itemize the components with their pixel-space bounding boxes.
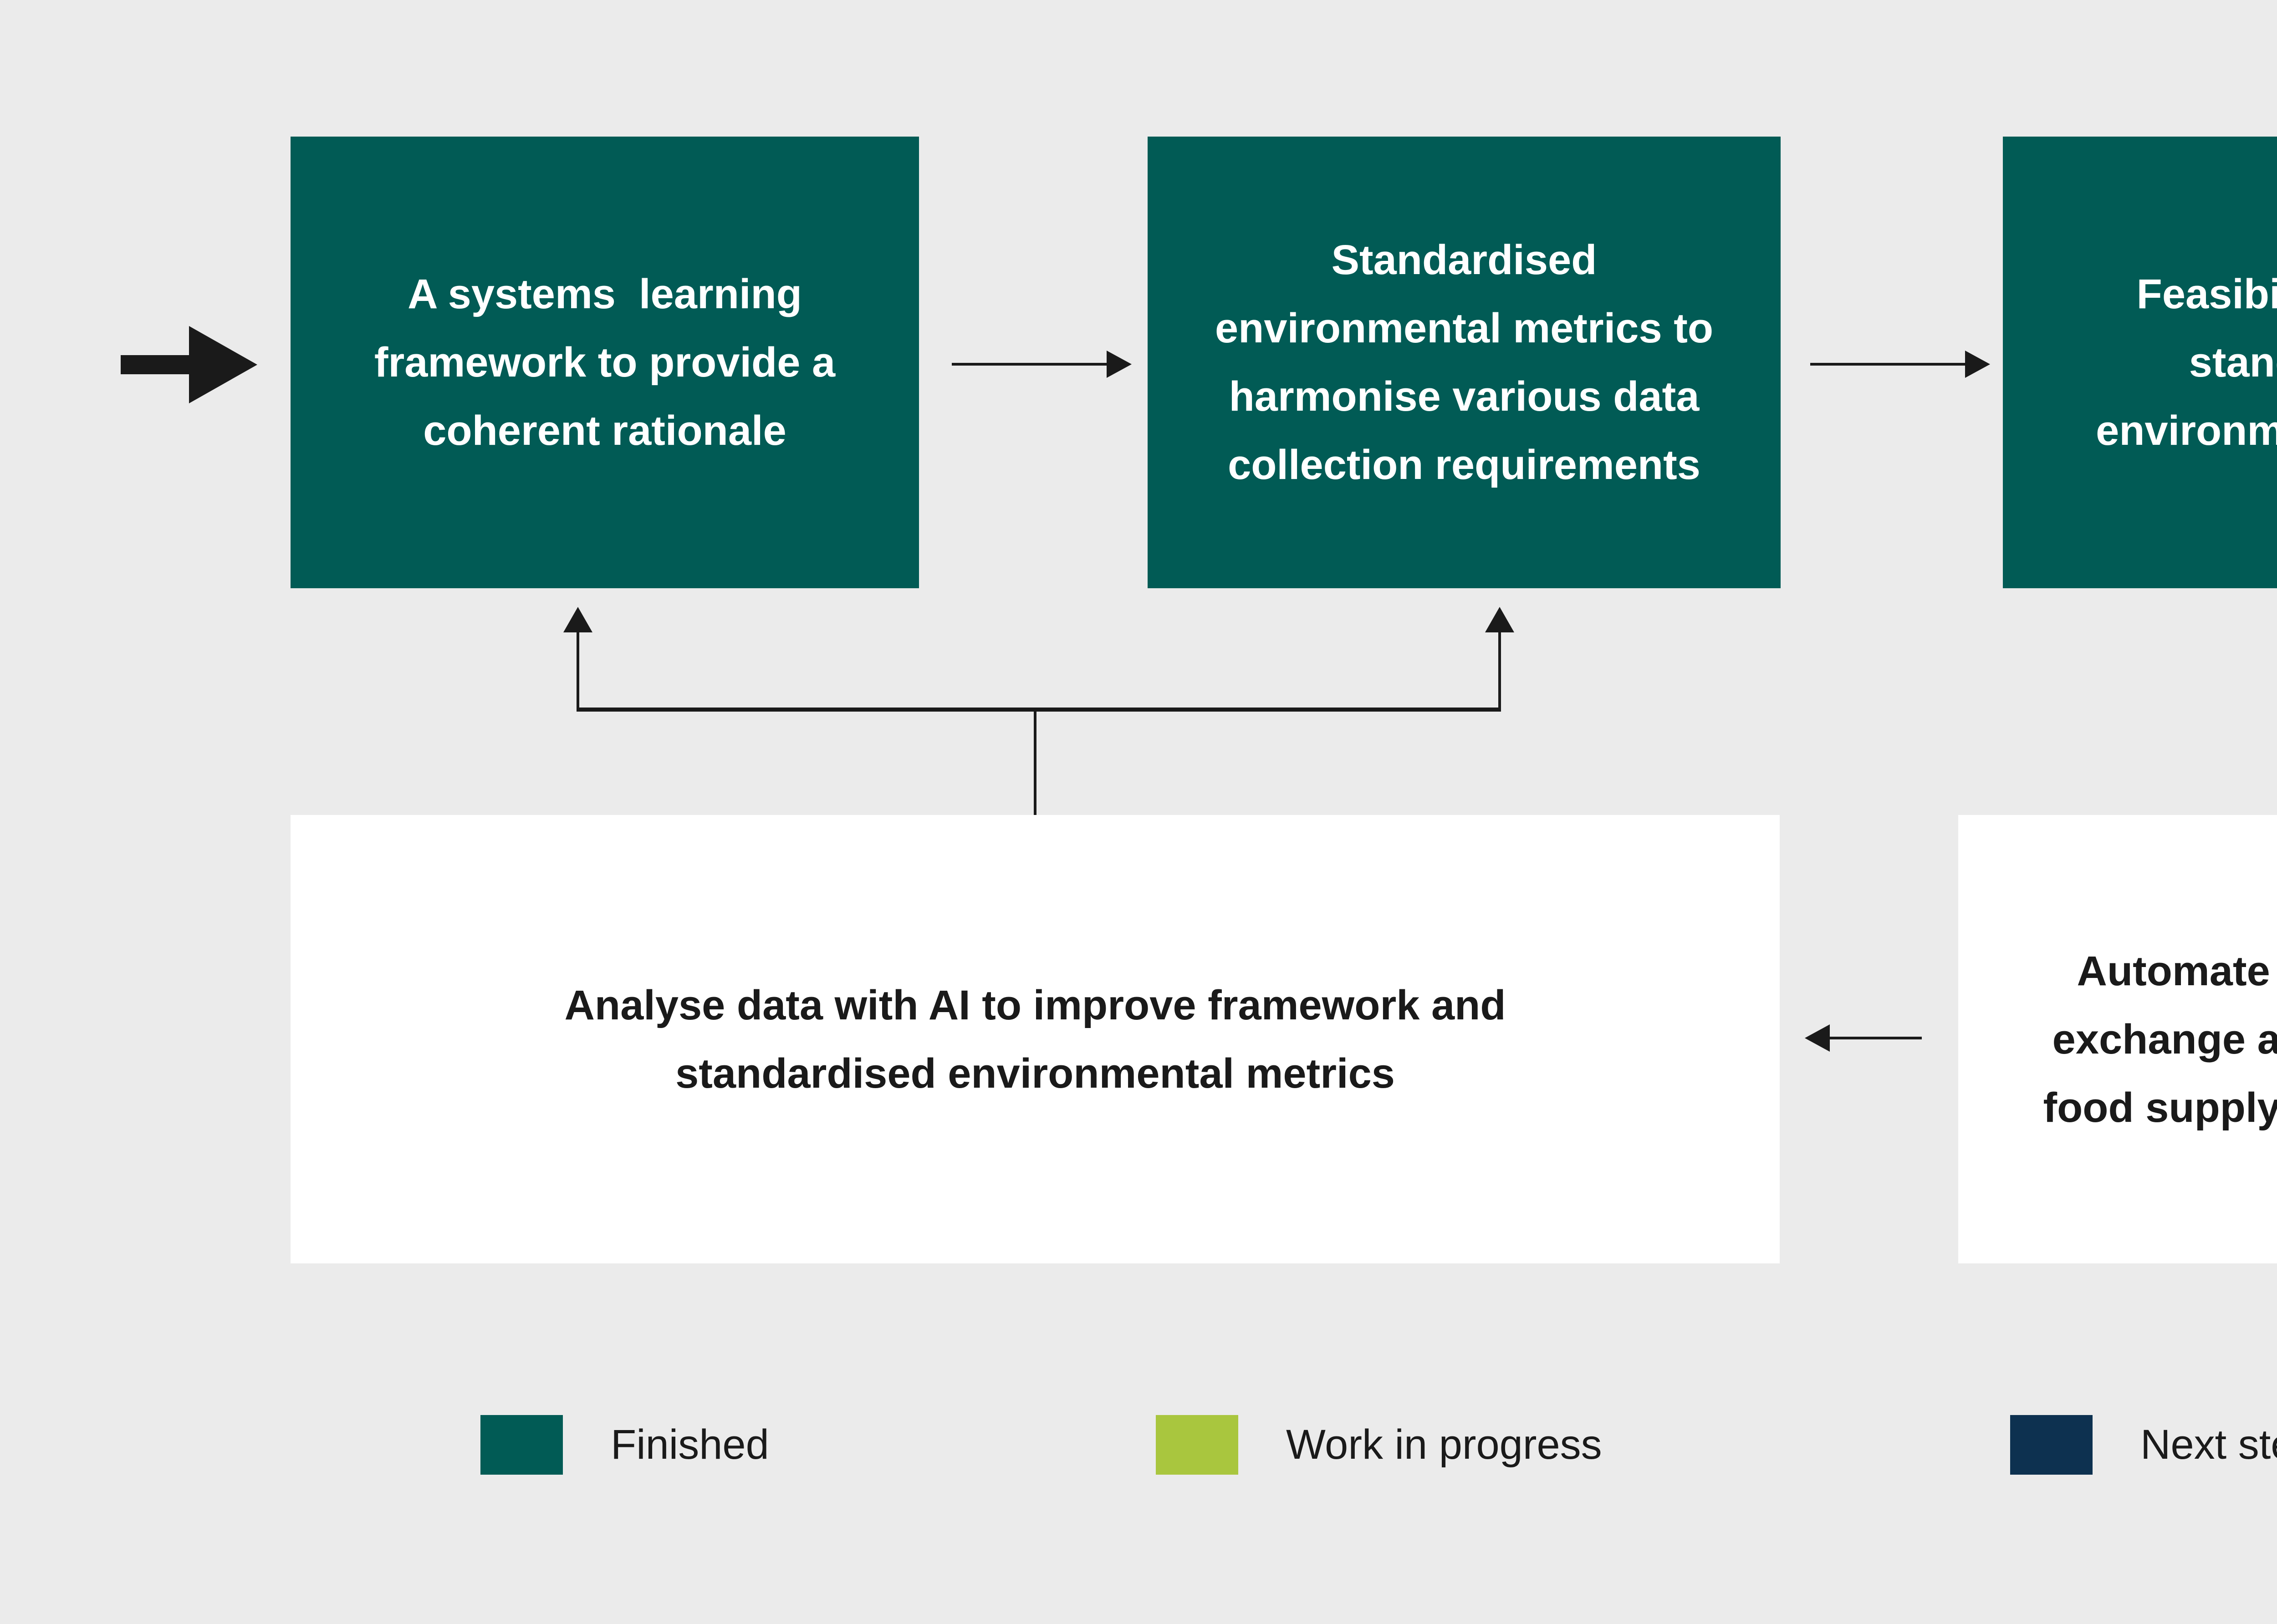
start-arrow-icon (189, 326, 257, 403)
legend-label: Work in progress (1286, 1421, 1602, 1468)
legend-swatch-work-in-progress (1156, 1415, 1238, 1475)
box-text: A systems learning framework to provide … (374, 271, 836, 454)
legend-swatch-finished (480, 1415, 563, 1475)
arrow-up-icon (1485, 607, 1514, 632)
legend-item-work-in-progress: Work in progress (1156, 1414, 1602, 1476)
feedback-branch-left-vertical (577, 632, 579, 710)
feedback-branch-right-vertical (1498, 632, 1501, 710)
legend-item-finished: Finished (480, 1414, 769, 1476)
arrow-metrics-to-feasibility-line (1810, 363, 1965, 366)
feedback-branch-stem (1034, 709, 1036, 815)
legend-label: Next step (2140, 1421, 2277, 1468)
legend-label: Finished (611, 1421, 769, 1468)
feedback-branch-horizontal (577, 708, 1501, 712)
box-systems-learning-framework: A systems learning framework to provide … (291, 137, 919, 588)
box-text: Automate data exchange across food suppl… (2043, 947, 2277, 1131)
arrow-framework-to-metrics-line (952, 363, 1107, 366)
arrow-left-icon (1805, 1024, 1830, 1052)
box-text: Feasibility tests of standardised enviro… (2096, 271, 2277, 454)
box-analyse-with-ai: Analyse data with AI to improve framewor… (291, 815, 1780, 1263)
legend-item-next-step: Next step (2010, 1414, 2277, 1476)
arrow-automate-to-analyse-line (1830, 1037, 1922, 1039)
start-arrow-shaft (121, 355, 190, 374)
box-automate-exchange: Automate data exchange across food suppl… (1958, 815, 2277, 1263)
arrow-right-icon (1965, 351, 1990, 378)
box-standardised-metrics: Standardised environmental metrics to ha… (1148, 137, 1781, 588)
box-text: Analyse data with AI to improve framewor… (564, 982, 1506, 1097)
box-feasibility-tests: Feasibility tests of standardised enviro… (2003, 137, 2277, 588)
arrow-up-icon (563, 607, 592, 632)
box-text: Standardised environmental metrics to ha… (1215, 237, 1714, 488)
legend-swatch-next-step (2010, 1415, 2093, 1475)
arrow-right-icon (1107, 351, 1132, 378)
